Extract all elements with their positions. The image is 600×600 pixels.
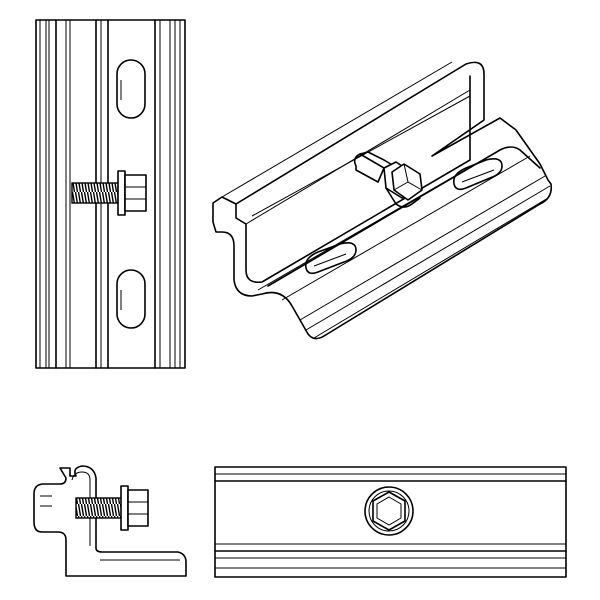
iso-slot-front	[304, 242, 357, 275]
bracket-body	[212, 61, 553, 340]
slot-hole-lower	[116, 269, 146, 329]
iso-bolt	[353, 151, 423, 208]
iso-slot-back	[452, 158, 503, 191]
profile-outline	[33, 465, 187, 577]
profile-bolt	[75, 485, 149, 531]
profile-bolt-washer	[120, 485, 129, 531]
isometric-view	[212, 61, 553, 340]
top-view	[214, 466, 567, 578]
bolt	[71, 170, 147, 216]
plan-hex-head	[372, 491, 406, 531]
bolt-hex-head	[124, 174, 147, 212]
bolt-washer	[117, 170, 126, 216]
profile-bolt-head	[127, 489, 149, 527]
end-profile-view	[33, 465, 187, 577]
side-view	[35, 19, 186, 369]
plan-outline	[214, 466, 567, 578]
rail-outline	[35, 19, 186, 369]
slot-hole-upper	[116, 59, 146, 119]
bolt-thread	[71, 182, 119, 204]
rail-grooves	[39, 19, 181, 369]
plan-bolt	[364, 486, 414, 536]
plan-grooves	[214, 473, 567, 569]
profile-bolt-thread	[75, 497, 123, 519]
